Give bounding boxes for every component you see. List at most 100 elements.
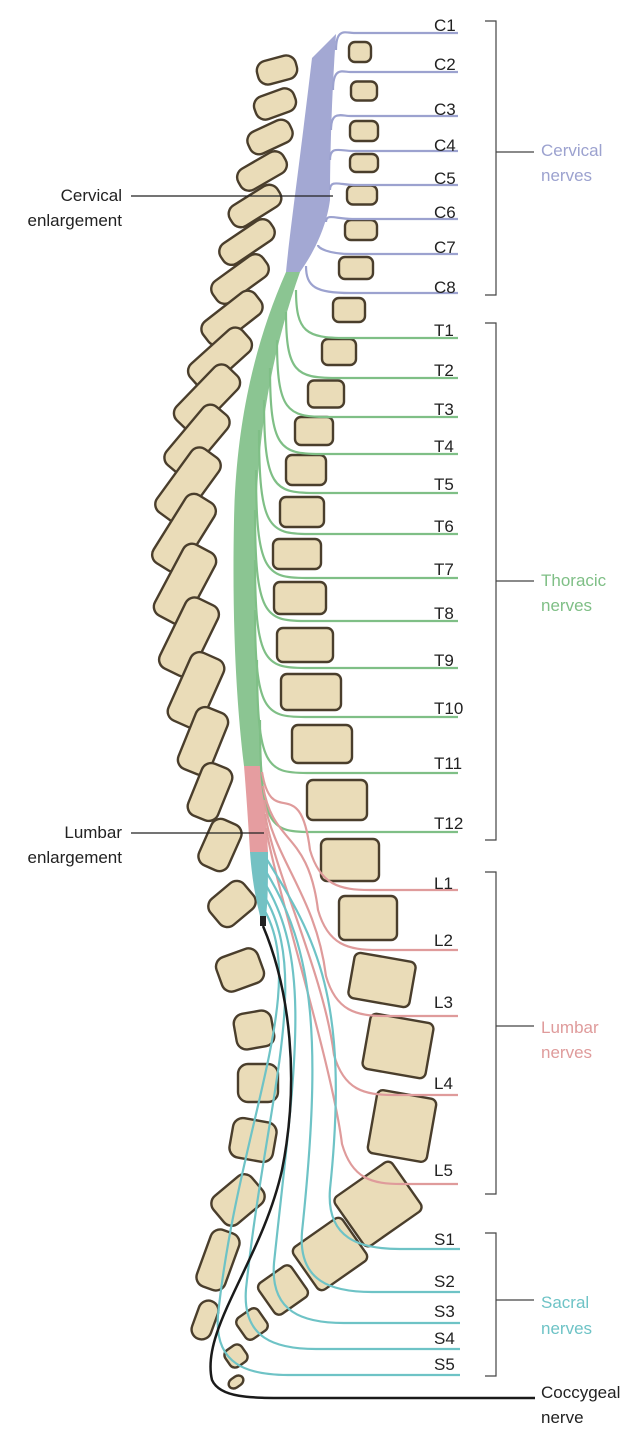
nerve-s4: [244, 893, 460, 1351]
nerve-label-t11: T11: [434, 754, 462, 773]
nerve-t6: [257, 429, 458, 536]
nerve-t4: [268, 367, 458, 456]
thoracic-nerves-label: Thoracic: [541, 571, 607, 590]
vertebral-process: [235, 150, 289, 192]
lumbar-nerves-label: Lumbar: [541, 1018, 599, 1037]
vertebral-process: [163, 403, 231, 477]
nerve-t1: [294, 289, 458, 340]
vertebral-process: [197, 817, 243, 873]
coccygeal-nerve: [209, 925, 535, 1400]
vertebral-process: [214, 947, 266, 993]
nerve-label-t9: T9: [434, 651, 454, 670]
nerve-c2: [331, 70, 458, 91]
nerve-c5: [328, 182, 458, 191]
nerve-s1: [265, 857, 460, 1251]
vertebral-body: [347, 951, 417, 1009]
nerve-label-s2: S2: [434, 1272, 455, 1291]
vertebral-body: [278, 495, 326, 529]
vertebral-process: [186, 761, 234, 823]
nerve-label-t4: T4: [434, 437, 454, 456]
vertebral-body: [366, 1089, 438, 1163]
vertebral-process: [255, 54, 299, 86]
lumbar-enlargement-label: Lumbar: [64, 823, 122, 842]
vertebral-process: [236, 1062, 280, 1104]
sacral-nerves-label: Sacral: [541, 1293, 589, 1312]
nerve-label-c7: C7: [434, 238, 456, 257]
vertebral-body: [279, 672, 343, 712]
nerve-label-s3: S3: [434, 1302, 455, 1321]
nerve-c8: [304, 265, 458, 295]
vertebral-body: [361, 1012, 435, 1080]
nerve-t8: [253, 509, 458, 623]
nerve-c7: [316, 244, 458, 256]
nerve-t11: [255, 659, 458, 775]
group-brackets: [485, 20, 534, 1377]
nerve-label-t2: T2: [434, 361, 454, 380]
nerve-c6: [324, 215, 458, 223]
nerve-t7: [254, 469, 458, 580]
cervical-nerves-label: Cervical: [541, 141, 602, 160]
vertebral-process: [210, 1173, 266, 1227]
spinal-nerves: [216, 31, 460, 1377]
vertebral-process: [232, 1009, 276, 1051]
nerve-t2: [284, 311, 458, 380]
nerve-label-t3: T3: [434, 400, 454, 419]
nerve-label-c8: C8: [434, 278, 456, 297]
thoracic-cord-segment: [233, 272, 300, 766]
vertebral-body: [275, 626, 335, 664]
cervical-enlargement-label-2: enlargement: [27, 211, 122, 230]
nerve-label-c3: C3: [434, 100, 456, 119]
nerve-label-s4: S4: [434, 1329, 455, 1348]
nerve-label-c5: C5: [434, 169, 456, 188]
cervical-bracket: [485, 20, 534, 296]
vertebral-body: [256, 1264, 310, 1316]
nerve-label-t6: T6: [434, 517, 454, 536]
vertebral-process: [176, 705, 230, 777]
cervical-enlargement-label: Cervical: [61, 186, 122, 205]
sacral-bracket: [485, 1232, 534, 1377]
vertebral-process: [166, 650, 226, 730]
vertebral-process: [246, 118, 294, 156]
vertebral-body: [348, 119, 380, 143]
nerve-s2: [264, 869, 460, 1294]
nerve-label-c2: C2: [434, 55, 456, 74]
nerve-label-s1: S1: [434, 1230, 455, 1249]
nerve-l5: [264, 827, 458, 1186]
nerve-label-c1: C1: [434, 16, 456, 35]
vertebral-body: [271, 537, 323, 571]
vertebral-body: [305, 778, 369, 822]
sacral-nerves-label-2: nerves: [541, 1319, 592, 1338]
vertebral-process: [218, 217, 276, 267]
vertebral-process: [252, 87, 298, 121]
nerve-label-c4: C4: [434, 136, 456, 155]
vertebral-body: [227, 1374, 245, 1390]
nerve-label-l5: L5: [434, 1161, 453, 1180]
vertebral-body: [293, 415, 335, 447]
vertebral-body: [272, 580, 328, 616]
nerve-labels: C1C2C3C4C5C6C7C8T1T2T3T4T5T6T7T8T9T10T11…: [434, 16, 463, 1374]
nerve-label-t7: T7: [434, 560, 454, 579]
vertebral-body: [320, 337, 358, 367]
nerve-t9: [253, 559, 458, 670]
nerve-label-s5: S5: [434, 1355, 455, 1374]
nerve-label-t10: T10: [434, 699, 463, 718]
vertebral-bodies: [223, 40, 438, 1390]
vertebral-processes: [150, 54, 299, 1341]
vertebral-body: [337, 255, 375, 281]
nerve-c1: [334, 31, 458, 51]
nerve-c3: [329, 114, 458, 131]
nerve-s3: [263, 881, 460, 1325]
sacral-cord-segment: [250, 852, 268, 916]
lumbar-nerves-label-2: nerves: [541, 1043, 592, 1062]
vertebral-body: [306, 379, 346, 409]
cervical-cord-segment: [286, 34, 336, 272]
lumbar-bracket: [485, 871, 534, 1195]
vertebral-body: [331, 296, 367, 324]
coccygeal-nerve-label: Coccygeal: [541, 1383, 620, 1402]
nerve-label-t8: T8: [434, 604, 454, 623]
vertebral-body: [347, 40, 373, 64]
vertebral-process: [190, 1299, 220, 1341]
nerve-c4: [328, 148, 458, 161]
